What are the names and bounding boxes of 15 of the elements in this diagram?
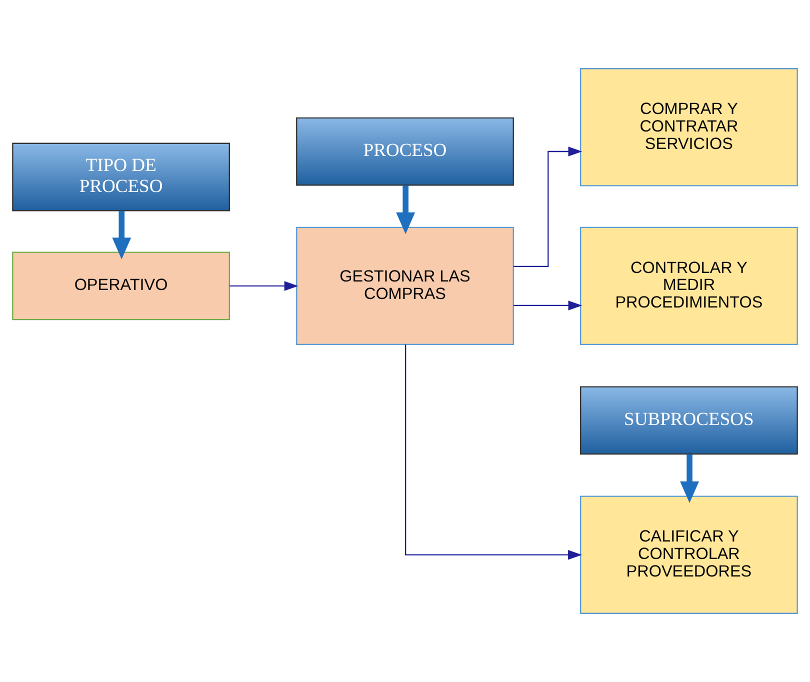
node-box: COMPRAR Y CONTRATAR SERVICIOS	[580, 68, 798, 186]
node-box: GESTIONAR LAS COMPRAS	[296, 226, 514, 346]
arrow	[514, 300, 582, 310]
node-box: CONTROLAR Y MEDIR PROCEDIMIENTOS	[580, 226, 798, 346]
node-box: CALIFICAR Y CONTROLAR PROVEEDORES	[580, 496, 798, 614]
node-box: TIPO DE PROCESO	[12, 142, 230, 212]
arrow	[112, 210, 132, 260]
arrow	[405, 344, 582, 560]
node-box: SUBPROCESOS	[580, 386, 798, 455]
arrow	[396, 185, 416, 234]
node-box: OPERATIVO	[12, 252, 230, 320]
arrow	[513, 146, 582, 268]
node-box: PROCESO	[296, 117, 514, 186]
arrow	[230, 281, 298, 291]
arrow	[680, 454, 700, 504]
